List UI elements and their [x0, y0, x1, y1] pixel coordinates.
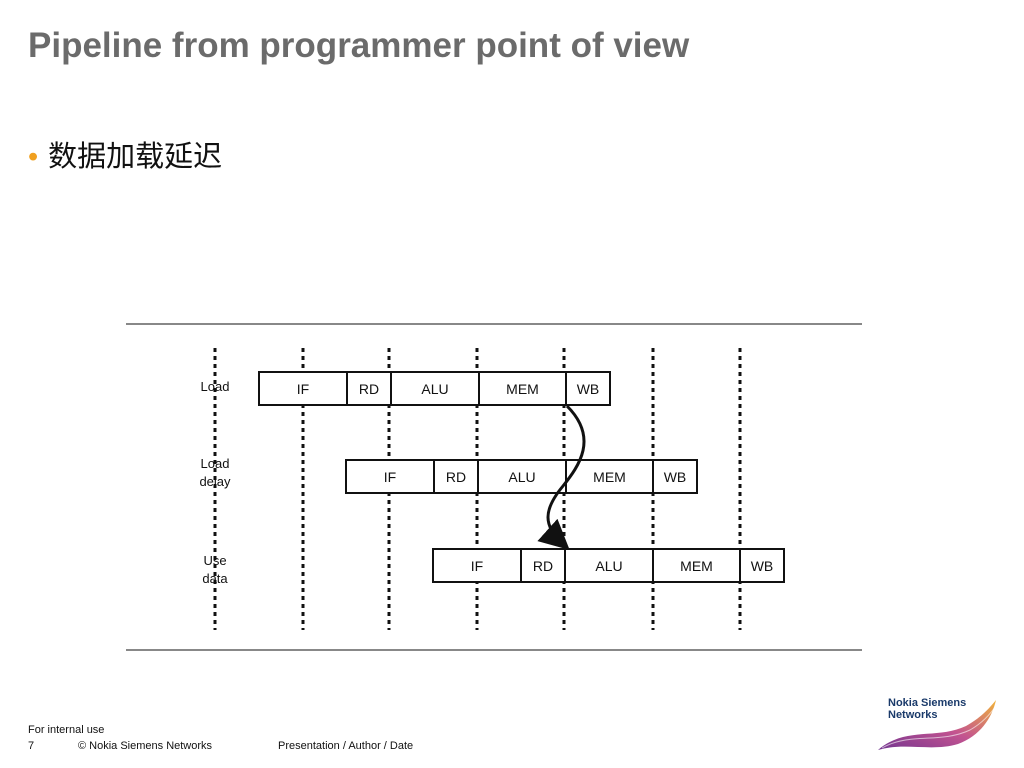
stage-label: IF — [471, 558, 483, 574]
bullet-text: 数据加载延迟 — [48, 141, 223, 173]
stage-box — [565, 371, 611, 406]
company-logo: Nokia Siemens Networks — [888, 697, 966, 721]
logo-line-1: Nokia Siemens — [888, 697, 967, 709]
forwarding-arrow — [537, 404, 586, 551]
stage-label: RD — [446, 469, 466, 485]
stage-label: WB — [664, 469, 687, 485]
pipeline-row: Use data IF RD ALU MEM WB — [202, 548, 785, 586]
stage-label: WB — [577, 381, 600, 397]
pipeline-row: Load delay IF RD ALU MEM WB — [199, 456, 698, 494]
stage-box — [477, 459, 567, 494]
row-label: Load — [201, 379, 230, 394]
stage-label: IF — [384, 469, 396, 485]
bullet-item: • 数据加载延迟 — [28, 133, 222, 175]
footer-page-number: 7 — [28, 740, 35, 752]
stage-box — [564, 548, 654, 583]
stage-box — [346, 371, 392, 406]
stage-label: MEM — [593, 469, 626, 485]
stage-box — [520, 548, 566, 583]
stage-label: MEM — [680, 558, 713, 574]
row-label: delay — [199, 474, 231, 489]
footer-usage: For internal use — [28, 724, 105, 736]
row-label: data — [202, 571, 228, 586]
logo-swoosh-icon — [878, 700, 998, 750]
stage-label: MEM — [506, 381, 539, 397]
footer-meta: Presentation / Author / Date — [278, 740, 414, 752]
slide-title: Pipeline from programmer point of view — [28, 26, 690, 65]
stage-label: RD — [533, 558, 553, 574]
stage-box — [652, 459, 698, 494]
stage-label: ALU — [595, 558, 622, 574]
row-label: Load — [201, 456, 230, 471]
stage-box — [652, 548, 741, 583]
pipeline-row: Load IF RD ALU MEM WB — [201, 371, 611, 406]
logo-line-2: Networks — [888, 709, 938, 721]
stage-label: WB — [751, 558, 774, 574]
bullet-dot-icon: • — [28, 141, 39, 173]
footer-copyright: © Nokia Siemens Networks — [78, 740, 213, 752]
stage-label: ALU — [508, 469, 535, 485]
row-label: Use — [203, 553, 226, 568]
stage-label: IF — [297, 381, 309, 397]
stage-box — [433, 459, 479, 494]
stage-box — [739, 548, 785, 583]
stage-label: RD — [359, 381, 379, 397]
stage-label: ALU — [421, 381, 448, 397]
